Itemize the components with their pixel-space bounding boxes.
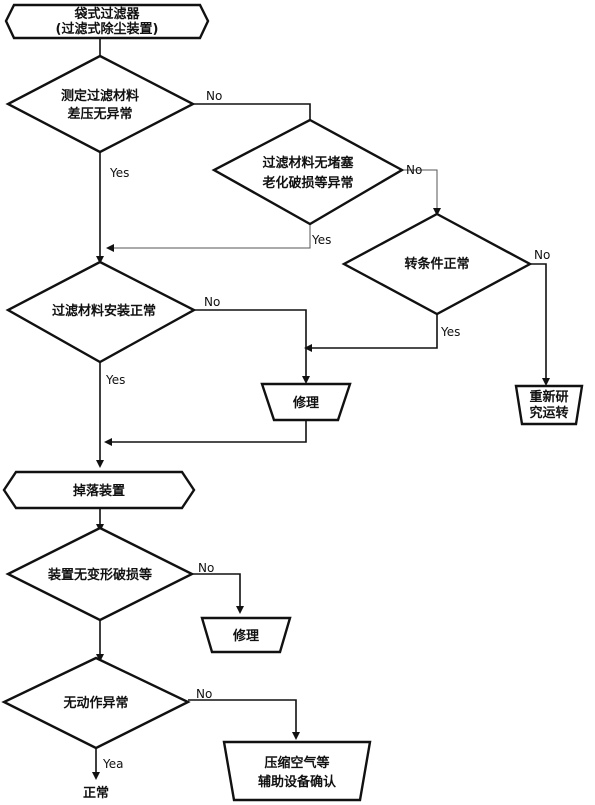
d4-yes-label: Yes — [105, 373, 125, 387]
process-repair-1 — [260, 382, 352, 422]
d4-no-label: No — [204, 295, 220, 309]
d1-yes-label: Yes — [109, 166, 129, 180]
d6-no-label: No — [196, 687, 212, 701]
repair1-label: 修理 — [292, 395, 319, 411]
arrow-icon — [104, 438, 112, 446]
arrow-icon — [96, 654, 104, 662]
d3-yes-label: Yes — [440, 325, 460, 339]
arrow-icon — [92, 772, 100, 780]
arrow-icon — [302, 376, 310, 384]
connector-d3-yes — [310, 314, 438, 349]
d1-no-label: No — [206, 89, 222, 103]
normal-label: 正常 — [83, 785, 109, 801]
rethink-label-line1: 重新研 — [529, 389, 568, 405]
connector-d2-no — [402, 169, 438, 210]
arrow-icon — [96, 460, 104, 468]
d2-yes-label: Yes — [311, 233, 331, 247]
decision-operating-conditions — [341, 212, 533, 316]
d6-yes-label: Yea — [102, 757, 123, 771]
arrow-icon — [106, 244, 114, 252]
d3-no-label: No — [534, 248, 550, 262]
connector-d5-no — [192, 573, 241, 608]
process-repair-2 — [200, 616, 292, 654]
decision-clogging — [211, 118, 405, 226]
d5-label: 装置无变形破损等 — [47, 567, 152, 583]
arrow-icon — [433, 208, 441, 216]
arrow-icon — [292, 732, 300, 740]
start-label-line1: 袋式过滤器 — [73, 6, 140, 22]
process-rethink-operation — [514, 384, 584, 426]
start-terminal — [4, 3, 210, 40]
repair2-label: 修理 — [232, 628, 259, 644]
arrow-icon — [96, 256, 104, 264]
shake-device-label: 掉落装置 — [73, 483, 125, 499]
arrow-icon — [236, 606, 244, 614]
decision-operation — [1, 656, 191, 750]
arrow-icon — [542, 378, 550, 386]
compressed-air-label-line2: 辅助设备确认 — [258, 774, 337, 790]
connector-d6-no — [188, 699, 297, 734]
d4-label: 过滤材料安装正常 — [52, 303, 156, 319]
connector-d3-no — [530, 263, 547, 380]
connector-d2-yes — [112, 224, 311, 249]
connector-d1-no — [193, 103, 311, 126]
process-shake-device — [2, 470, 196, 510]
start-label-line2: (过滤式除尘装置) — [56, 21, 159, 37]
d1-label-line1: 测定过滤材料 — [61, 88, 139, 104]
d2-no-label: No — [406, 163, 422, 177]
d3-label: 转条件正常 — [404, 256, 469, 272]
connectors — [92, 38, 550, 780]
arrow-icon — [304, 344, 312, 352]
rethink-label-line2: 究运转 — [529, 405, 568, 421]
d5-no-label: No — [198, 561, 214, 575]
process-check-compressed-air — [222, 740, 372, 802]
d1-label-line2: 差压无异常 — [67, 106, 132, 122]
decision-deformation — [5, 526, 195, 622]
connector-d4-no — [194, 309, 307, 378]
decision-pressure-diff — [5, 54, 196, 154]
compressed-air-label-line1: 压缩空气等 — [264, 755, 329, 771]
d2-label-line1: 过滤材料无堵塞 — [262, 155, 354, 171]
d2-label-line2: 老化破损等异常 — [261, 175, 353, 191]
decision-installation — [5, 260, 197, 364]
connector-repair1-return — [110, 420, 307, 443]
d6-label: 无动作异常 — [62, 695, 128, 711]
